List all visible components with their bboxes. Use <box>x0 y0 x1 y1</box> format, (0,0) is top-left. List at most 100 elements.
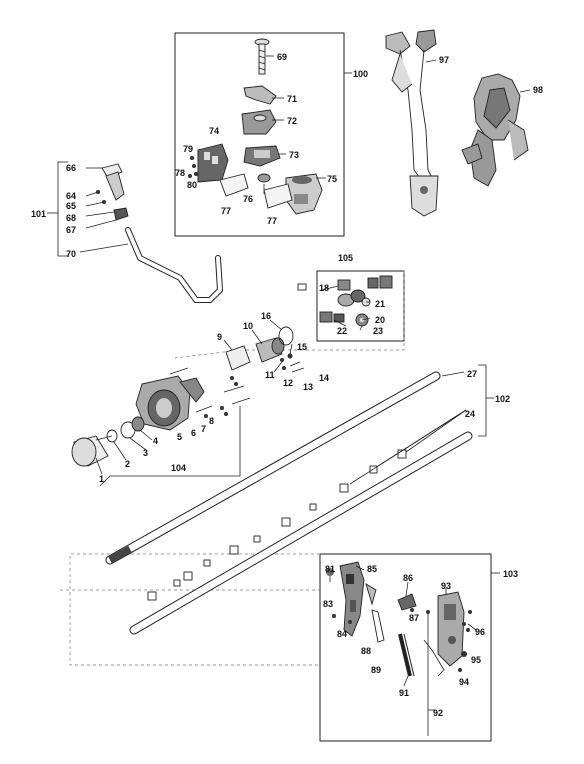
label-80: 80 <box>187 180 197 190</box>
label-78: 78 <box>175 168 185 178</box>
part-69-screw <box>254 38 270 75</box>
part-71-lever <box>243 85 277 105</box>
label-22: 22 <box>337 326 347 336</box>
part-70-handlebar <box>125 227 224 303</box>
guide-103 <box>69 553 320 666</box>
label-4: 4 <box>153 436 158 446</box>
label-88: 88 <box>361 646 371 656</box>
label-6: 6 <box>191 428 196 438</box>
part-92-cable <box>426 610 430 736</box>
label-13: 13 <box>303 382 313 392</box>
label-81: 81 <box>325 564 335 574</box>
part-9-sleeve <box>225 345 251 371</box>
label-23: 23 <box>373 326 383 336</box>
label-2: 2 <box>125 459 130 469</box>
label-98: 98 <box>533 85 543 95</box>
part-66-grip <box>101 163 125 201</box>
group-label-102: 102 <box>495 394 510 404</box>
label-11: 11 <box>265 370 275 380</box>
label-14: 14 <box>319 373 329 383</box>
label-73: 73 <box>289 150 299 160</box>
label-12: 12 <box>283 378 293 388</box>
label-95: 95 <box>471 655 481 665</box>
label-9: 9 <box>217 332 222 342</box>
group-105-box <box>316 270 405 342</box>
label-3: 3 <box>143 448 148 458</box>
part-95-plug <box>461 651 467 657</box>
label-7: 7 <box>201 424 206 434</box>
label-83: 83 <box>323 599 333 609</box>
label-72: 72 <box>287 116 297 126</box>
label-86: 86 <box>403 573 413 583</box>
label-85: 85 <box>367 564 377 574</box>
group-100-box <box>174 32 345 237</box>
part-97-harness <box>385 29 439 217</box>
label-70: 70 <box>66 249 76 259</box>
part-94-screw <box>458 668 462 672</box>
label-97: 97 <box>439 55 449 65</box>
bracket-102 <box>478 364 487 437</box>
label-5: 5 <box>177 432 182 442</box>
group-label-100: 100 <box>353 69 368 79</box>
part-76-nut <box>257 173 271 183</box>
part-93-grip <box>437 591 465 667</box>
label-24: 24 <box>465 409 475 419</box>
group-label-104: 104 <box>171 463 186 473</box>
gear-housing <box>135 375 205 431</box>
group-label-103: 103 <box>503 569 518 579</box>
lower-tube <box>129 431 473 635</box>
part-15-washer <box>287 353 293 359</box>
label-8: 8 <box>209 416 214 426</box>
label-27: 27 <box>467 369 477 379</box>
part-labels: 1 2 3 4 5 6 7 8 9 10 11 12 13 14 15 16 1… <box>31 52 543 718</box>
part-87-spring <box>410 608 414 612</box>
leader-lines <box>79 55 531 711</box>
label-91: 91 <box>399 688 409 698</box>
label-77a: 77 <box>221 206 231 216</box>
spacer-block <box>297 283 307 291</box>
part-88-trigger <box>371 609 385 643</box>
label-89: 89 <box>371 665 381 675</box>
small-screws-78-80 <box>188 156 198 178</box>
part-4-bearing <box>131 416 145 432</box>
part-72-clamp <box>241 109 277 135</box>
bracket-101 <box>57 161 68 257</box>
label-1: 1 <box>99 474 104 484</box>
label-87: 87 <box>409 613 419 623</box>
label-77b: 77 <box>267 216 277 226</box>
part-81-button <box>326 568 334 576</box>
label-94: 94 <box>459 677 469 687</box>
label-75: 75 <box>327 174 337 184</box>
label-65: 65 <box>66 201 76 211</box>
group-label-101: 101 <box>31 209 46 219</box>
label-15: 15 <box>297 342 307 352</box>
label-92: 92 <box>433 708 443 718</box>
label-74: 74 <box>209 126 219 136</box>
part-89-cable <box>398 633 415 677</box>
screws-96 <box>462 610 472 632</box>
label-79: 79 <box>183 144 193 154</box>
part-24-spacers <box>147 449 407 601</box>
label-93: 93 <box>441 581 451 591</box>
part-83-screw <box>332 614 336 618</box>
part-91-wire <box>423 639 445 677</box>
part-98-harness <box>461 73 529 187</box>
label-16: 16 <box>261 311 271 321</box>
label-76: 76 <box>243 194 253 204</box>
label-71: 71 <box>287 94 297 104</box>
part-16-ring <box>278 326 294 346</box>
label-96: 96 <box>475 627 485 637</box>
label-69: 69 <box>277 52 287 62</box>
part-85-handle <box>339 561 365 637</box>
label-18: 18 <box>319 283 329 293</box>
label-66: 66 <box>66 163 76 173</box>
bracket-104 <box>99 406 241 487</box>
part-84-screw <box>348 620 352 624</box>
label-67: 67 <box>66 225 76 235</box>
part-77-sleeve <box>219 173 249 197</box>
label-10: 10 <box>243 321 253 331</box>
screws-5-8 <box>169 367 251 418</box>
part-86-lever <box>397 593 417 611</box>
